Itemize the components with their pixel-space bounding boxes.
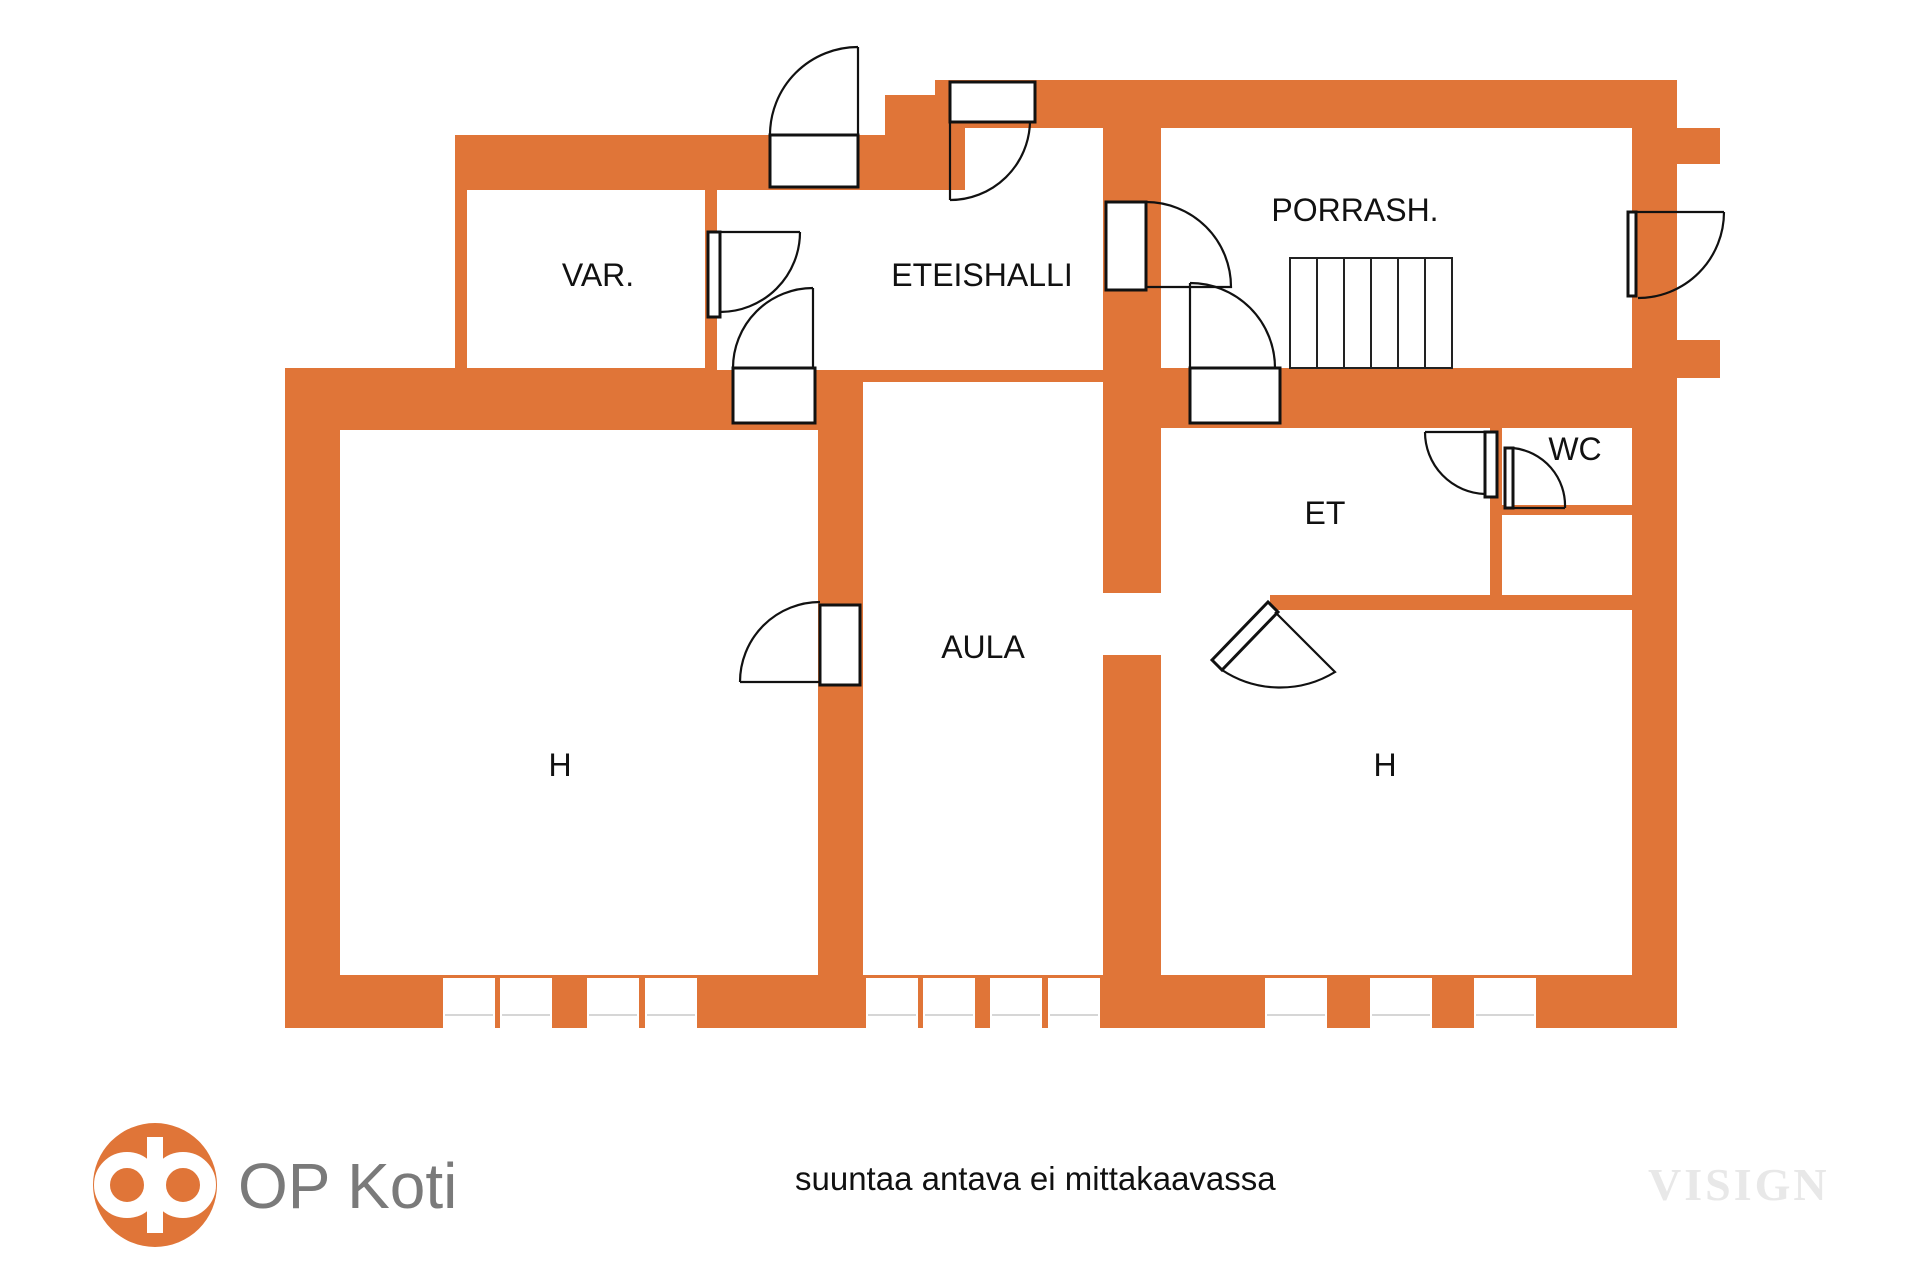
door <box>1209 599 1337 689</box>
window <box>500 978 552 1028</box>
logo-text: OP Koti <box>238 1150 457 1222</box>
room-labels: VAR. ETEISHALLI PORRASH. WC ET AULA H H <box>548 192 1601 783</box>
window <box>923 978 975 1028</box>
door <box>768 45 860 189</box>
window <box>587 978 639 1028</box>
room-label-eteishalli: ETEISHALLI <box>891 257 1072 293</box>
room-label-wc: WC <box>1548 431 1601 467</box>
staircase <box>1289 257 1453 369</box>
room-label-h-left: H <box>548 747 571 783</box>
window <box>1265 978 1327 1028</box>
window <box>866 978 918 1028</box>
room-label-h-right: H <box>1373 747 1396 783</box>
window <box>1370 978 1432 1028</box>
window <box>990 978 1042 1028</box>
door <box>1104 200 1233 292</box>
door <box>1503 446 1567 510</box>
room-label-var: VAR. <box>562 257 634 293</box>
door <box>948 80 1037 202</box>
windows <box>443 978 1536 1028</box>
room-label-aula: AULA <box>941 629 1025 665</box>
door <box>1188 281 1282 425</box>
window <box>1474 978 1536 1028</box>
door <box>1626 210 1726 300</box>
room-label-et: ET <box>1305 495 1346 531</box>
window <box>1048 978 1100 1028</box>
room-interiors <box>340 128 1632 975</box>
door <box>738 600 862 687</box>
door <box>731 286 817 425</box>
op-logo-icon <box>93 1123 217 1247</box>
door <box>706 230 802 319</box>
doors <box>706 45 1726 689</box>
window <box>443 978 495 1028</box>
watermark: VISIGN <box>1648 1159 1830 1210</box>
scale-disclaimer: suuntaa antava ei mittakaavassa <box>795 1160 1276 1197</box>
window <box>645 978 697 1028</box>
room-label-porrash: PORRASH. <box>1271 192 1438 228</box>
door <box>1423 430 1499 499</box>
